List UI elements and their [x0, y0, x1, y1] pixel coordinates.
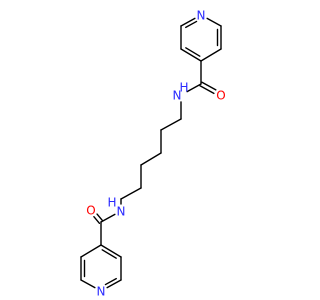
atom-label-n-23: N	[97, 285, 106, 299]
bond-19	[100, 244, 122, 258]
bond-19-inner	[101, 249, 117, 259]
bond-24	[80, 244, 102, 258]
bond-0	[180, 17, 196, 27]
atom-label-o-19: O	[86, 204, 95, 218]
bond-3	[200, 48, 222, 62]
atom-label-h-17: H	[107, 196, 116, 210]
bond-17-a	[96, 213, 104, 222]
bond-21	[106, 279, 122, 289]
bond-5	[206, 17, 222, 27]
bond-8	[186, 83, 202, 93]
bond-7-a	[199, 85, 215, 95]
bond-10	[160, 118, 182, 131]
bond-0-inner	[185, 20, 198, 29]
bond-7-b	[201, 81, 217, 91]
bond-22	[80, 279, 96, 289]
bond-16	[100, 213, 116, 223]
bond-14	[120, 187, 142, 200]
atom-label-n-16: N	[117, 205, 126, 219]
atom-label-n-8: N	[173, 89, 182, 103]
atom-label-o-7: O	[216, 89, 225, 103]
atom-label-n-0: N	[197, 9, 206, 23]
bond-17-b	[93, 215, 101, 225]
bond-2-inner	[185, 47, 201, 57]
atom-label-h-9: H	[179, 81, 188, 95]
bond-2	[180, 48, 202, 62]
bond-12	[140, 152, 162, 166]
bond-21-inner	[104, 277, 117, 286]
